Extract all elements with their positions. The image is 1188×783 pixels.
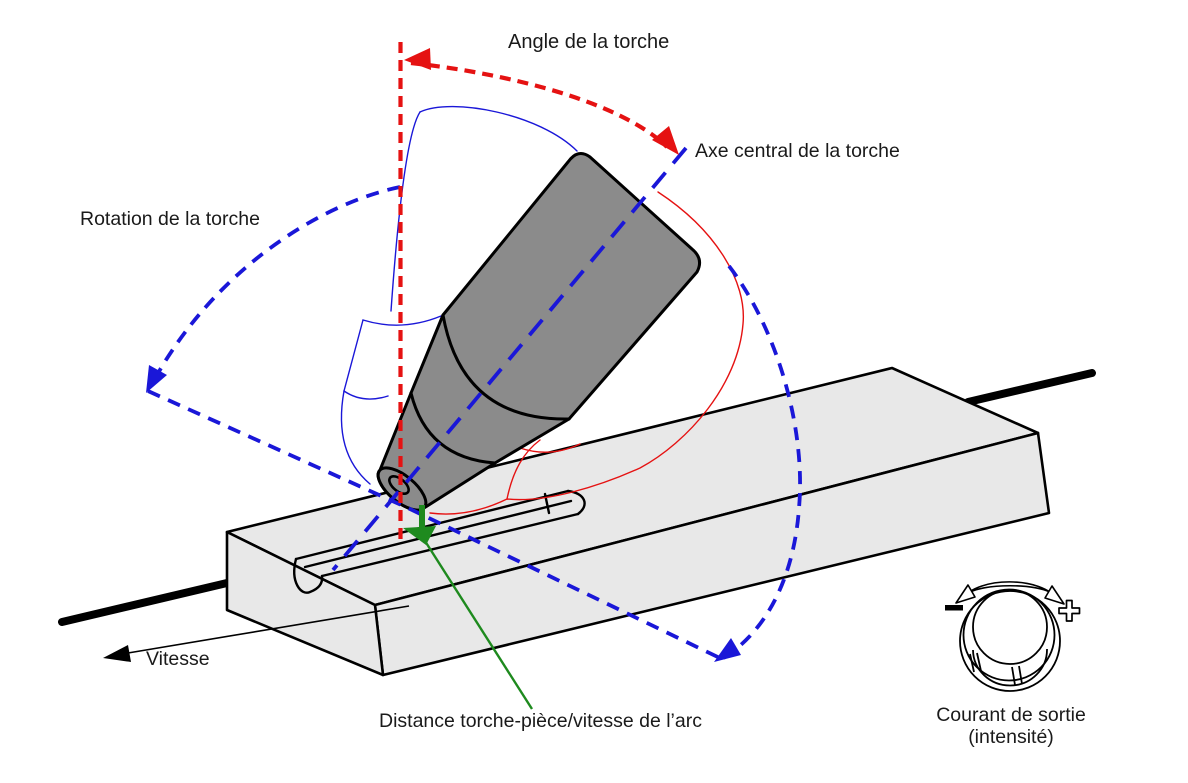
torch-axis-label: Axe central de la torche [695,140,900,162]
workpiece [103,366,1051,677]
ghost-tilted-tip-edge [429,498,508,515]
rotated-axis-line [147,389,725,662]
rotation-arc-left [150,185,401,385]
weld-slot-front-edge [320,512,580,578]
torch-ghost-tilted [429,191,745,515]
rotation-arc-right-arrowhead [714,638,741,662]
ghost-vertical-band1 [362,315,442,326]
workpiece-left-face [225,530,385,677]
ghost-tilted-band [519,443,581,453]
knob-skirt-arc [972,648,1048,687]
torch-contact-tip [388,475,410,495]
ghost-vertical-band2 [343,390,389,400]
ghost-tilted-outline [506,191,745,501]
torch-rotation-label: Rotation de la torche [80,208,260,230]
output-current-caption-line2: (intensité) [968,726,1054,748]
torch-angle-arc-left-arrowhead [404,48,431,70]
weld-slot-back-edge [294,489,570,561]
speed-arrow-head [103,645,131,662]
speed-label: Vitesse [146,648,210,670]
knob-grip-ticks [969,652,1023,686]
ghost-vertical-left-edge [390,111,421,312]
rotation-arc-right [721,264,802,661]
distance-leader-line [423,540,534,710]
distance-label: Distance torche-pièce/vitesse de l’arc [379,710,702,732]
output-current-caption-line1: Courant de sortie [936,704,1086,726]
ghost-tilted-nozzle-edge [506,439,541,500]
knob-rotation-arrowhead-left [955,584,976,604]
annotation-lines [146,42,802,662]
filler-rod [58,369,1096,626]
ghost-vertical-nozzle-edge [343,319,364,392]
speed-arrow-line [127,605,410,654]
filler-rod-left [58,579,231,626]
weld-slot-floor-edge [303,499,573,569]
torch-angle-arc-right-arrowhead [652,126,679,155]
plus-icon [1058,599,1081,622]
knob-top-face [972,589,1048,665]
torch-angle-arc [410,60,669,149]
torch-joint-band1 [441,313,571,421]
ghost-vertical-top [419,105,578,152]
filler-rod-right [964,369,1096,406]
ghost-vertical-tip-edge [340,390,371,485]
distance-arrow-head [403,526,436,545]
minus-icon [945,605,963,611]
knob-outer-ring [959,590,1061,692]
output-current-caption: Courant de sortie (intensité) [916,704,1106,748]
knob-rotation-arrowhead-right [1044,585,1065,605]
distance-marker [403,505,534,710]
output-current-knob-icon [945,581,1081,692]
speed-arrow [103,605,410,662]
rotation-arc-left-arrowhead [146,365,167,393]
torch-angle-label: Angle de la torche [508,31,670,53]
weld-slot-end-notch [293,557,324,594]
